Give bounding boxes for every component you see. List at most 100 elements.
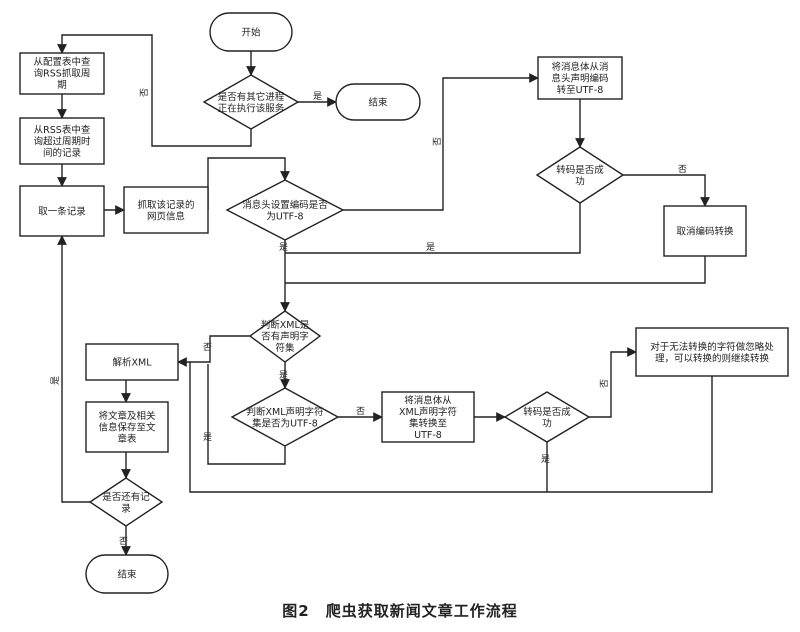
label-more-yes: 是 <box>50 376 61 385</box>
node-text-line: 将消息体从消 <box>551 61 608 73</box>
node-text-line: 转码是否成 <box>556 164 604 176</box>
node-text-line: UTF-8 <box>414 430 442 441</box>
node-text-line: 转码是否成 <box>523 406 571 418</box>
label-running-yes: 是 <box>313 91 322 102</box>
node-take-record-text: 取一条记录 <box>38 206 86 218</box>
label-header-no: 否 <box>432 137 443 146</box>
node-text-line: 取一条记录 <box>38 206 86 218</box>
node-text-line: 解析XML <box>113 357 153 369</box>
node-text-line: 是否有其它进程 <box>218 91 285 103</box>
node-text-line: 功 <box>575 176 585 187</box>
node-text-line: 将文章及相关 <box>98 410 156 422</box>
node-more-records: 是否还有记录 <box>88 477 164 527</box>
edge-ok1-cancel <box>623 174 710 207</box>
node-xml-is-utf8-text: 判断XML声明字符集是否为UTF-8 <box>247 406 324 430</box>
node-fetch-page-text: 抓取该记录的网页信息 <box>137 199 194 223</box>
node-parse-xml: 解析XML <box>85 343 179 381</box>
node-convert-ok-1: 转码是否成功 <box>535 146 625 204</box>
label-header-yes: 是 <box>279 242 288 253</box>
label-utf8-no: 否 <box>356 406 365 417</box>
node-text-line: 询超过周期时 <box>33 136 91 148</box>
node-text-line: 判断XML声明字符 <box>247 406 324 418</box>
label-utf8-yes: 是 <box>203 432 212 443</box>
node-body-convert-text: 将消息体从消息头声明编码转至UTF-8 <box>551 61 608 96</box>
node-text-line: XML声明字符 <box>399 406 457 418</box>
node-text-line: 将消息体从 <box>404 394 452 406</box>
node-query-expired: 从RSS表中查询超过周期时间的记录 <box>19 117 105 165</box>
label-ok2-yes: 是 <box>541 454 550 465</box>
node-check-running-text: 是否有其它进程正在执行该服务 <box>218 91 285 115</box>
node-ignore-chars: 对于无法转换的字符做忽略处理，可以转换的则继续转换 <box>635 327 789 377</box>
node-ignore-chars-text: 对于无法转换的字符做忽略处理，可以转换的则继续转换 <box>650 341 774 365</box>
edge-fetch-header <box>207 157 290 210</box>
node-end-top: 结束 <box>335 83 421 121</box>
label-ok1-yes: 是 <box>426 242 435 253</box>
node-end-bottom-text: 结束 <box>117 569 137 581</box>
node-text-line: 抓取该记录的 <box>137 199 194 211</box>
node-text-line: 录 <box>121 503 131 514</box>
node-header-charset: 消息头设置编码是否为UTF-8 <box>225 179 345 241</box>
node-body-convert: 将消息体从消息头声明编码转至UTF-8 <box>537 56 623 100</box>
node-text-line: 集是否为UTF-8 <box>252 417 318 429</box>
node-start: 开始 <box>209 12 293 52</box>
node-text-line: 判断XML是 <box>261 319 310 331</box>
node-text-line: 开始 <box>241 27 261 39</box>
node-text-line: 正在执行该服务 <box>218 102 285 114</box>
node-xml-declared-text: 判断XML是否有声明字符集 <box>261 319 310 354</box>
node-text-line: 结束 <box>117 569 137 581</box>
node-text-line: 取消编码转换 <box>676 226 734 238</box>
node-take-record: 取一条记录 <box>19 185 105 237</box>
connectors <box>57 34 713 556</box>
edge-check-query <box>57 34 252 147</box>
node-text-line: 转至UTF-8 <box>557 84 604 96</box>
node-xml-declared: 判断XML是否有声明字符集 <box>248 310 322 363</box>
node-save-article: 将文章及相关信息保存至文章表 <box>85 401 169 453</box>
node-text-line: 理，可以转换的则继续转换 <box>655 352 770 364</box>
node-query-period-text: 从配置表中查询RSS抓取周期 <box>33 56 91 91</box>
node-text-line: 章表 <box>117 433 137 445</box>
node-text-line: 期 <box>57 80 67 91</box>
edge-labels: 是 否 否 是 否 是 否 是 否 是 否 是 是 否 <box>50 88 687 547</box>
edge-cancel-merge <box>285 256 706 284</box>
node-query-period: 从配置表中查询RSS抓取周期 <box>19 52 105 95</box>
node-text-line: 消息头设置编码是否 <box>242 199 328 211</box>
edge-more-take <box>57 235 90 503</box>
node-query-expired-text: 从RSS表中查询超过周期时间的记录 <box>33 124 91 159</box>
node-text-line: 否有声明字 <box>261 331 309 343</box>
node-text-line: 功 <box>542 418 552 429</box>
edge-ignore-bottom <box>189 362 713 493</box>
node-convert-ok-2: 转码是否成功 <box>503 391 591 443</box>
node-parse-xml-text: 解析XML <box>113 357 153 369</box>
node-header-charset-text: 消息头设置编码是否为UTF-8 <box>242 199 328 223</box>
edge-header-convert <box>343 73 539 211</box>
node-text-line: 是否还有记 <box>102 491 150 503</box>
edge-utf8-parse <box>207 364 286 465</box>
node-text-line: 符集 <box>275 342 295 354</box>
node-text-line: 网页信息 <box>147 210 185 222</box>
node-text-line: 集转换至 <box>409 417 447 429</box>
node-more-records-text: 是否还有记录 <box>102 491 150 515</box>
node-text-line: 从配置表中查 <box>33 56 91 68</box>
node-text-line: 信息保存至文 <box>98 422 156 434</box>
node-xml-is-utf8: 判断XML声明字符集是否为UTF-8 <box>230 387 340 447</box>
node-check-running: 是否有其它进程正在执行该服务 <box>202 74 300 130</box>
label-xml-decl-yes: 是 <box>279 370 288 381</box>
node-cancel-convert-text: 取消编码转换 <box>676 226 734 238</box>
edge-ok1-merge <box>285 203 581 254</box>
node-start-text: 开始 <box>241 27 261 39</box>
label-ok2-no: 否 <box>599 379 610 388</box>
label-xml-decl-no: 否 <box>203 342 212 353</box>
node-text-line: 间的记录 <box>43 147 82 159</box>
edge-xml-parse <box>177 335 250 367</box>
node-text-line: 从RSS表中查 <box>34 124 91 136</box>
label-more-no: 否 <box>119 536 128 547</box>
node-text-line: 询RSS抓取周 <box>34 68 91 80</box>
node-text-line: 为UTF-8 <box>266 210 303 222</box>
figure-caption: 图2 爬虫获取新闻文章工作流程 <box>282 602 517 620</box>
node-cancel-convert: 取消编码转换 <box>663 205 747 257</box>
node-text-line: 对于无法转换的字符做忽略处 <box>650 341 774 353</box>
node-text-line: 结束 <box>368 97 388 109</box>
label-ok1-no: 否 <box>678 164 687 175</box>
